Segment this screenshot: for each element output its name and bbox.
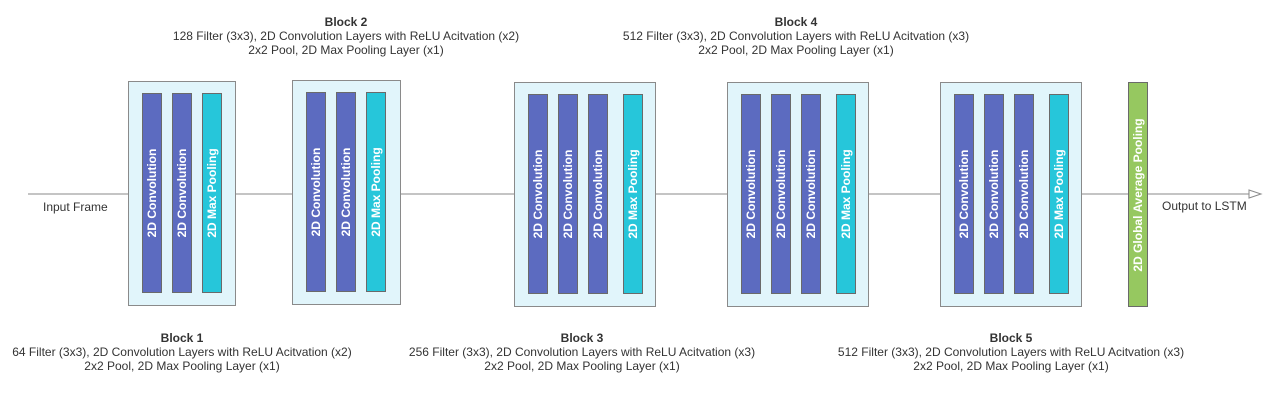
block-4-caption: Block 4 512 Filter (3x3), 2D Convolution…: [616, 15, 976, 57]
block-2-container: 2D Convolution 2D Convolution 2D Max Poo…: [292, 80, 401, 305]
block-4-conv-1-label: 2D Convolution: [744, 149, 758, 239]
block-2-title: Block 2: [324, 15, 368, 29]
block-1-maxpool-label: 2D Max Pooling: [205, 148, 219, 238]
block-1-conv-2-label: 2D Convolution: [175, 148, 189, 238]
block-3-conv-2-label: 2D Convolution: [561, 149, 575, 239]
block-4-desc-pool: 2x2 Pool, 2D Max Pooling Layer (x1): [698, 43, 894, 57]
block-3-desc-conv: 256 Filter (3x3), 2D Convolution Layers …: [408, 345, 756, 359]
block-4-conv-2-label: 2D Convolution: [774, 149, 788, 239]
block-1-desc-conv: 64 Filter (3x3), 2D Convolution Layers w…: [12, 345, 352, 359]
block-5-container: 2D Convolution 2D Convolution 2D Convolu…: [940, 82, 1082, 307]
block-3-conv-1: 2D Convolution: [528, 94, 548, 294]
block-1-maxpool: 2D Max Pooling: [202, 93, 222, 293]
block-4-desc-conv: 512 Filter (3x3), 2D Convolution Layers …: [622, 29, 970, 43]
output-lstm-label: Output to LSTM: [1162, 199, 1247, 213]
block-4-conv-1: 2D Convolution: [741, 94, 761, 294]
block-4-conv-2: 2D Convolution: [771, 94, 791, 294]
block-3-container: 2D Convolution 2D Convolution 2D Convolu…: [514, 82, 656, 307]
global-average-pooling-label: 2D Global Average Pooling: [1131, 117, 1145, 272]
block-4-conv-3-label: 2D Convolution: [804, 149, 818, 239]
block-2-caption: Block 2 128 Filter (3x3), 2D Convolution…: [166, 15, 526, 57]
block-5-conv-3: 2D Convolution: [1014, 94, 1034, 294]
block-4-conv-3: 2D Convolution: [801, 94, 821, 294]
block-5-maxpool-label: 2D Max Pooling: [1052, 149, 1066, 239]
block-5-conv-1: 2D Convolution: [954, 94, 974, 294]
block-3-desc-pool: 2x2 Pool, 2D Max Pooling Layer (x1): [484, 359, 680, 373]
block-1-conv-2: 2D Convolution: [172, 93, 192, 293]
block-3-conv-3: 2D Convolution: [588, 94, 608, 294]
block-5-conv-2-label: 2D Convolution: [987, 149, 1001, 239]
block-3-conv-1-label: 2D Convolution: [531, 149, 545, 239]
block-1-title: Block 1: [160, 331, 204, 345]
block-5-conv-2: 2D Convolution: [984, 94, 1004, 294]
block-3-maxpool-label: 2D Max Pooling: [626, 149, 640, 239]
block-3-caption: Block 3 256 Filter (3x3), 2D Convolution…: [402, 331, 762, 373]
block-2-conv-2-label: 2D Convolution: [339, 147, 353, 237]
global-average-pooling-layer: 2D Global Average Pooling: [1128, 82, 1148, 307]
block-4-maxpool: 2D Max Pooling: [836, 94, 856, 294]
block-2-conv-1-label: 2D Convolution: [309, 147, 323, 237]
block-5-conv-3-label: 2D Convolution: [1017, 149, 1031, 239]
block-2-conv-1: 2D Convolution: [306, 92, 326, 292]
block-2-desc-conv: 128 Filter (3x3), 2D Convolution Layers …: [172, 29, 520, 43]
block-5-caption: Block 5 512 Filter (3x3), 2D Convolution…: [831, 331, 1191, 373]
block-1-conv-1-label: 2D Convolution: [145, 148, 159, 238]
block-3-maxpool: 2D Max Pooling: [623, 94, 643, 294]
block-2-maxpool: 2D Max Pooling: [366, 92, 386, 292]
block-1-container: 2D Convolution 2D Convolution 2D Max Poo…: [128, 81, 236, 306]
block-3-conv-2: 2D Convolution: [558, 94, 578, 294]
block-3-conv-3-label: 2D Convolution: [591, 149, 605, 239]
block-2-maxpool-label: 2D Max Pooling: [369, 147, 383, 237]
block-2-desc-pool: 2x2 Pool, 2D Max Pooling Layer (x1): [248, 43, 444, 57]
block-5-title: Block 5: [989, 331, 1033, 345]
block-3-title: Block 3: [560, 331, 604, 345]
block-1-conv-1: 2D Convolution: [142, 93, 162, 293]
block-1-desc-pool: 2x2 Pool, 2D Max Pooling Layer (x1): [84, 359, 280, 373]
block-5-desc-pool: 2x2 Pool, 2D Max Pooling Layer (x1): [913, 359, 1109, 373]
block-4-container: 2D Convolution 2D Convolution 2D Convolu…: [727, 82, 869, 307]
block-5-maxpool: 2D Max Pooling: [1049, 94, 1069, 294]
block-1-caption: Block 1 64 Filter (3x3), 2D Convolution …: [12, 331, 352, 373]
block-5-conv-1-label: 2D Convolution: [957, 149, 971, 239]
input-frame-label: Input Frame: [43, 200, 108, 214]
block-2-conv-2: 2D Convolution: [336, 92, 356, 292]
block-5-desc-conv: 512 Filter (3x3), 2D Convolution Layers …: [837, 345, 1185, 359]
block-4-title: Block 4: [774, 15, 818, 29]
block-4-maxpool-label: 2D Max Pooling: [839, 149, 853, 239]
